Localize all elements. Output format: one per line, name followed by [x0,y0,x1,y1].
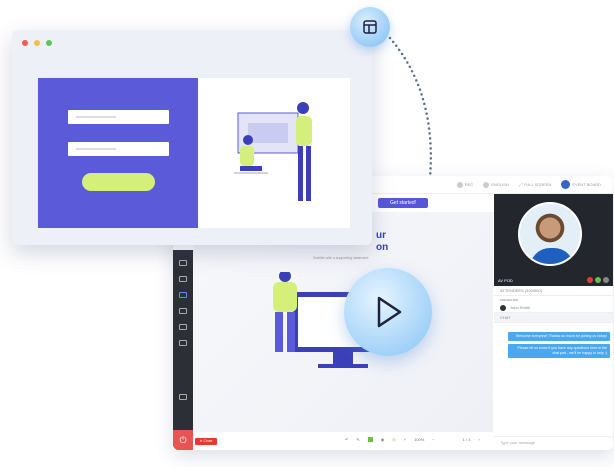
avatar [500,304,506,311]
color-swatch[interactable] [367,437,373,442]
camera-icon[interactable] [595,277,601,283]
presentation-illustration [273,272,393,368]
zoom-in-icon[interactable]: + [403,437,407,442]
broadcast-icon[interactable] [179,340,187,346]
get-started-button[interactable]: Get started! [378,198,428,208]
megaphone-icon[interactable] [179,308,187,314]
language-select[interactable]: ENGLISH [483,181,509,188]
chat-input[interactable]: Type your message [494,436,613,450]
undo-icon[interactable]: ↶ [345,437,349,442]
mic-off-icon[interactable] [587,277,593,283]
chat-message: Please let us know if you have any quest… [508,344,610,358]
form-input[interactable] [68,142,169,156]
next-page-icon[interactable]: › [478,437,480,442]
minimize-dot[interactable] [34,40,40,46]
hero-illustration [198,78,350,228]
users-icon[interactable] [179,292,187,298]
tool-sidebar [173,250,193,450]
close-button[interactable]: ✕ Close [195,438,217,445]
fullscreen-button[interactable]: ⤢FULL SCREEN [518,182,552,187]
chat-header[interactable]: CHAT [494,313,613,323]
play-button[interactable] [344,268,432,356]
signup-form-panel [38,78,198,228]
video-pod: AV POD [494,194,613,286]
settings-icon[interactable] [179,394,187,400]
video-controls [587,277,609,283]
power-button[interactable]: ⏻ [173,430,193,450]
attendees-header[interactable]: ATTENDEES (400/500) [494,286,613,296]
webinar-topbar: REC ENGLISH ⤢FULL SCREEN EVENT BOARD [173,176,613,194]
side-panel: ATTENDEES (400/500) PRESENTER John Smith… [494,286,613,358]
presentation-stage [193,212,493,432]
globe-icon [483,181,490,188]
presenter-heading: PRESENTER [500,297,519,302]
chat-message: Welcome everyone! Thanks so much for joi… [508,332,610,341]
video-pod-label: AV POD [498,278,513,283]
screen-share-icon[interactable] [179,260,187,266]
presenter-item: John Smith [494,303,613,313]
zoom-level: 100% [414,437,425,442]
presentation-toolbar: ↶ ✎ ◉ ◎ + 100% − 1 / 3 › [345,437,480,442]
video-icon[interactable] [179,276,187,282]
page-indicator: 1 / 3 [462,437,471,442]
subtitle: Subtitle with a supporting statement [313,256,369,260]
landing-page-window [12,30,372,245]
layout-icon [363,20,377,34]
maximize-dot[interactable] [46,40,52,46]
event-board-button[interactable]: EVENT BOARD [561,180,601,189]
record-icon[interactable]: ◉ [380,437,385,442]
form-input[interactable] [68,110,169,124]
shield-icon[interactable] [179,324,187,330]
fullscreen-icon: ⤢ [518,182,522,187]
play-icon [377,296,402,328]
close-dot[interactable] [22,40,28,46]
webinar-window: REC ENGLISH ⤢FULL SCREEN EVENT BOARD Get… [173,176,613,450]
rec-toggle[interactable]: REC [456,181,473,188]
gear-icon[interactable] [603,277,609,283]
presenter-video [518,202,582,266]
layout-button[interactable] [350,7,390,47]
submit-button[interactable] [82,173,155,191]
eye-icon[interactable]: ◎ [392,437,396,442]
zoom-out-icon[interactable]: − [432,437,435,442]
pen-icon[interactable]: ✎ [356,437,360,442]
user-avatar [561,180,571,189]
